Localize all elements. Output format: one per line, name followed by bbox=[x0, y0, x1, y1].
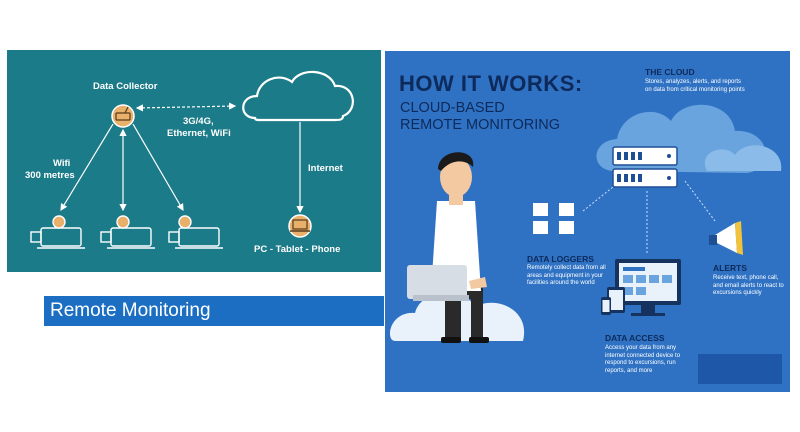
infographic-subtitle-line2: REMOTE MONITORING bbox=[400, 117, 561, 133]
pump-icon bbox=[30, 215, 85, 249]
wifi-range-label: 300 metres bbox=[25, 170, 75, 181]
network-label-line1: 3G/4G, bbox=[183, 116, 214, 127]
server-icon bbox=[612, 146, 678, 166]
tablet-icon bbox=[607, 287, 625, 313]
diagram-drawing bbox=[30, 70, 354, 249]
infographic-title: HOW IT WORKS: bbox=[399, 71, 583, 96]
data-collector-label: Data Collector bbox=[93, 81, 158, 92]
the-cloud-text: Stores, analyzes, alerts, and reports on… bbox=[645, 79, 745, 93]
pump-icon bbox=[168, 215, 223, 249]
laptop-icon bbox=[288, 214, 312, 238]
devices-label: PC - Tablet - Phone bbox=[254, 244, 341, 255]
banner-text: Remote Monitoring bbox=[50, 300, 211, 321]
how-it-works-infographic: HOW IT WORKS: CLOUD-BASED REMOTE MONITOR… bbox=[385, 51, 790, 392]
alerts-text: Receive text, phone call, and email aler… bbox=[713, 275, 784, 296]
internet-label: Internet bbox=[308, 163, 343, 174]
remote-monitoring-diagram: Data Collector Wifi 300 metres 3G/4G, Et… bbox=[7, 50, 381, 272]
data-loggers-heading: DATA LOGGERS bbox=[527, 254, 594, 264]
person-illustration bbox=[389, 152, 525, 343]
monitor-icon bbox=[615, 259, 681, 316]
cloud-icon bbox=[242, 70, 354, 122]
data-loggers-text: Remotely collect data from all areas and… bbox=[527, 265, 606, 286]
server-icon bbox=[612, 168, 678, 188]
wifi-label: Wifi bbox=[53, 158, 70, 170]
corner-overlay-box bbox=[698, 354, 782, 384]
data-collector-icon bbox=[111, 104, 135, 128]
data-logger-icon bbox=[533, 203, 574, 234]
megaphone-icon bbox=[709, 221, 743, 255]
network-label-line2: Ethernet, WiFi bbox=[167, 128, 231, 139]
data-access-heading: DATA ACCESS bbox=[605, 333, 665, 343]
remote-monitoring-banner: Remote Monitoring bbox=[44, 296, 384, 326]
data-access-text: Access your data from any internet conne… bbox=[605, 345, 681, 374]
pump-icon bbox=[100, 215, 155, 249]
the-cloud-heading: THE CLOUD bbox=[645, 67, 695, 77]
phone-icon bbox=[601, 297, 611, 315]
wifi-label-line1: Wifi bbox=[53, 158, 71, 169]
infographic-subtitle-line1: CLOUD-BASED bbox=[400, 100, 505, 116]
infographic-drawing bbox=[389, 104, 782, 343]
alerts-heading: ALERTS bbox=[713, 263, 747, 273]
